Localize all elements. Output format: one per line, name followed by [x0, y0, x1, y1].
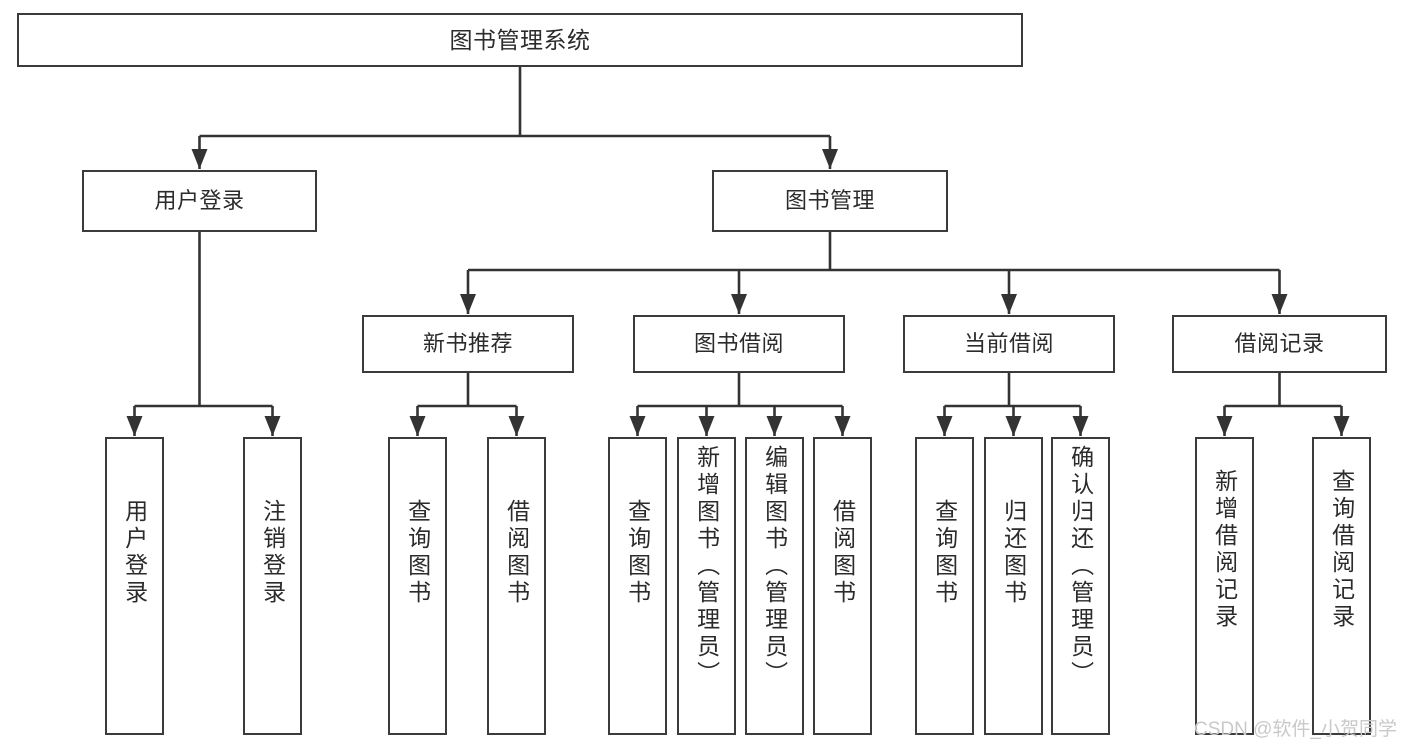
node-label: 图书管理系统 — [449, 26, 591, 53]
node-leaf-user-login[interactable]: 用户登录 — [105, 437, 164, 735]
node-leaf-query-book-3[interactable]: 查询图书 — [915, 437, 974, 735]
node-current-borrow[interactable]: 当前借阅 — [903, 315, 1115, 373]
node-label: 新书推荐 — [422, 331, 513, 357]
node-borrow-record[interactable]: 借阅记录 — [1172, 315, 1387, 373]
node-label: 新增借阅记录 — [1211, 469, 1238, 631]
node-user-login[interactable]: 用户登录 — [82, 170, 317, 232]
node-label: 图书借阅 — [693, 331, 784, 357]
node-label: 编辑图书（管理员） — [761, 445, 788, 688]
node-label: 借阅图书 — [503, 499, 530, 607]
node-label: 用户登录 — [154, 188, 245, 214]
node-leaf-return-book[interactable]: 归还图书 — [984, 437, 1043, 735]
node-label: 归还图书 — [1000, 499, 1027, 607]
node-new-book-recommend[interactable]: 新书推荐 — [362, 315, 574, 373]
node-leaf-add-book[interactable]: 新增图书（管理员） — [677, 437, 736, 735]
node-label: 借阅图书 — [829, 499, 856, 607]
node-label: 注销登录 — [259, 499, 286, 607]
node-book-manage[interactable]: 图书管理 — [712, 170, 948, 232]
node-label: 借阅记录 — [1234, 331, 1325, 357]
node-leaf-query-record[interactable]: 查询借阅记录 — [1312, 437, 1371, 735]
node-label: 确认归还（管理员） — [1067, 445, 1094, 688]
node-label: 查询图书 — [404, 499, 431, 607]
node-leaf-borrow-book-1[interactable]: 借阅图书 — [487, 437, 546, 735]
node-leaf-query-book-1[interactable]: 查询图书 — [388, 437, 447, 735]
node-label: 查询图书 — [931, 499, 958, 607]
node-label: 当前借阅 — [963, 331, 1054, 357]
node-leaf-add-record[interactable]: 新增借阅记录 — [1195, 437, 1254, 735]
node-label: 图书管理 — [784, 188, 875, 214]
node-root-图书管理系统[interactable]: 图书管理系统 — [17, 13, 1023, 67]
node-leaf-query-book-2[interactable]: 查询图书 — [608, 437, 667, 735]
node-leaf-user-logout[interactable]: 注销登录 — [243, 437, 302, 735]
node-label: 查询图书 — [624, 499, 651, 607]
node-leaf-confirm-return[interactable]: 确认归还（管理员） — [1051, 437, 1110, 735]
node-label: 新增图书（管理员） — [693, 445, 720, 688]
node-book-borrow[interactable]: 图书借阅 — [633, 315, 845, 373]
node-label: 查询借阅记录 — [1328, 469, 1355, 631]
node-label: 用户登录 — [121, 499, 148, 607]
node-leaf-edit-book[interactable]: 编辑图书（管理员） — [745, 437, 804, 735]
node-leaf-borrow-book-2[interactable]: 借阅图书 — [813, 437, 872, 735]
